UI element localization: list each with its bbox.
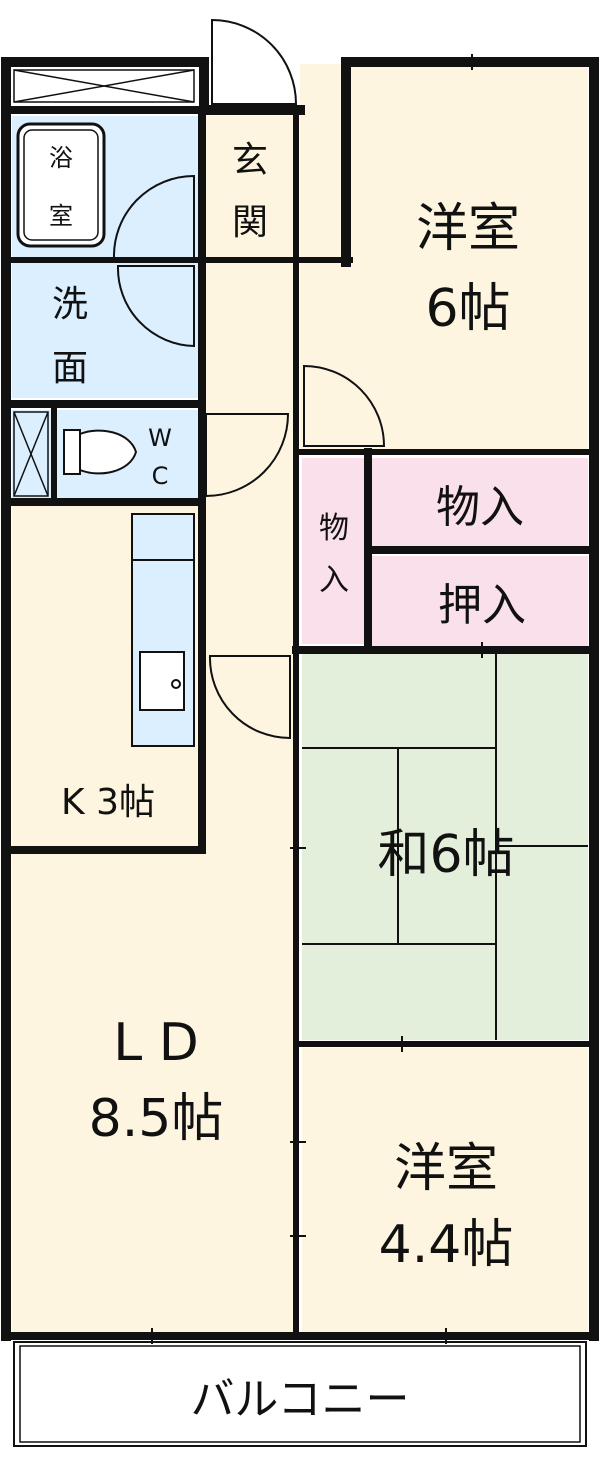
wash-door[interactable]: [116, 265, 195, 348]
label-closet-small-2: 入: [319, 563, 349, 598]
front-door[interactable]: [211, 18, 298, 105]
kitchen-counter: [131, 513, 195, 747]
bath-door[interactable]: [112, 174, 195, 259]
label-living-size: 8.5帖: [89, 1089, 224, 1149]
wc-door[interactable]: [205, 413, 290, 498]
label-western-north-name: 洋室: [416, 199, 520, 259]
bathtub: [16, 122, 106, 248]
label-oshiire: 押入: [438, 580, 526, 631]
living-door[interactable]: [208, 655, 291, 740]
label-washroom-2: 面: [52, 348, 88, 389]
window-markers: [151, 54, 483, 1344]
label-toilet-c: C: [152, 462, 169, 490]
bathtub-inner: [23, 129, 99, 241]
floor-entrance: [204, 116, 296, 258]
label-bath-1: 浴: [49, 144, 73, 172]
label-western-north-size: 6帖: [425, 279, 510, 339]
floor-oshiire: [372, 556, 588, 646]
label-western-south-name: 洋室: [394, 1139, 498, 1199]
floor-closet-small: [302, 458, 364, 644]
label-western-south-size: 4.4帖: [379, 1215, 514, 1275]
label-entrance-1: 玄: [232, 140, 268, 181]
tatami-lines: [302, 654, 588, 1040]
label-toilet-w: W: [148, 424, 172, 452]
walls: [1, 57, 599, 1341]
storage-cabinet-x: [13, 69, 195, 103]
floor-closet-right: [372, 458, 588, 546]
floor-western-south: [302, 1048, 588, 1332]
label-japanese: 和6帖: [377, 825, 514, 885]
label-washroom-1: 洗: [52, 284, 88, 325]
label-entrance-2: 関: [232, 202, 268, 243]
door-swings: [112, 18, 386, 740]
label-closet-right: 物入: [436, 482, 524, 533]
label-kitchen: K 3帖: [61, 782, 155, 823]
label-balcony: バルコニー: [190, 1374, 409, 1425]
toilet-fixture: [63, 429, 138, 475]
floor-living: [12, 650, 296, 1332]
floor-balcony: [13, 1341, 587, 1447]
label-bath-2: 室: [49, 202, 73, 230]
label-closet-small-1: 物: [319, 511, 349, 546]
western-north-door[interactable]: [303, 364, 386, 447]
wc-cabinet-x: [13, 411, 49, 497]
label-living-name: L D: [113, 1013, 199, 1073]
balcony-inner-line: [19, 1345, 581, 1443]
room-labels: 浴 室 玄 関 洋室 6帖 洗 面 W C 物入 物 入 押入 K 3帖 和6帖…: [49, 140, 526, 1425]
